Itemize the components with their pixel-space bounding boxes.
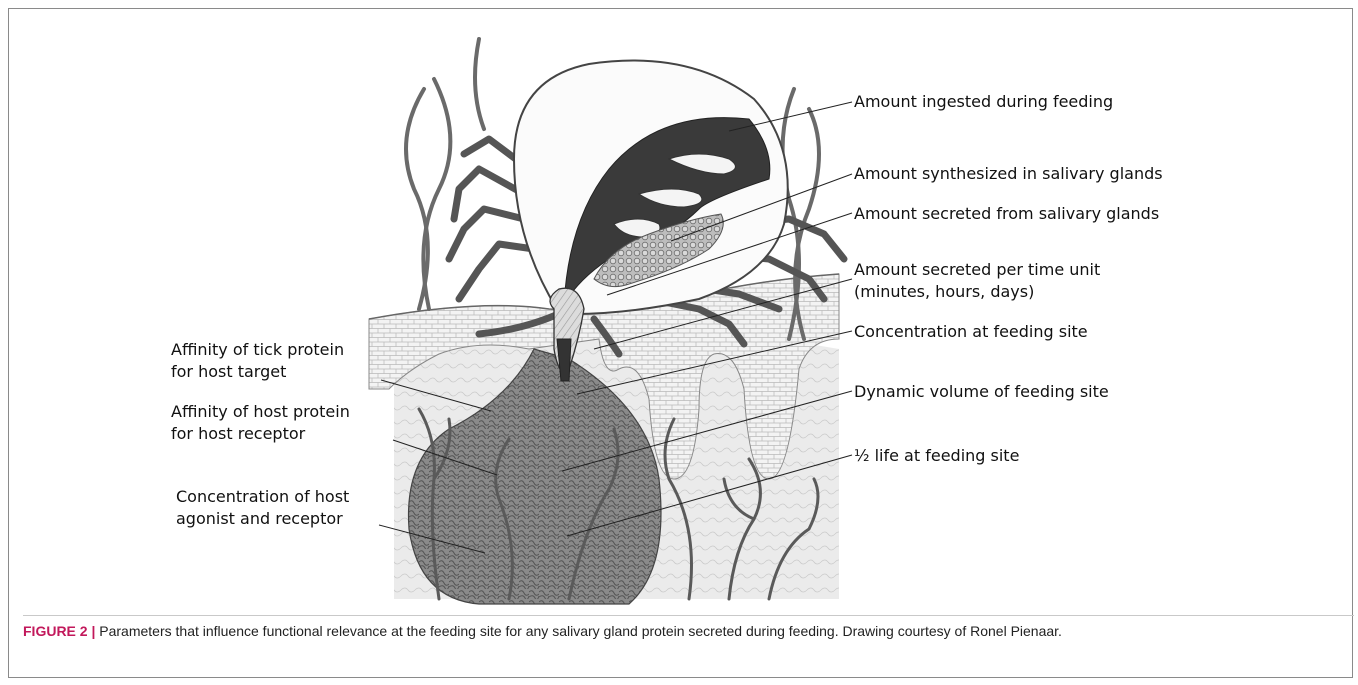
label-amount-ingested: Amount ingested during feeding [854, 91, 1113, 113]
label-time-units: (minutes, hours, days) [854, 281, 1034, 303]
label-agonist-receptor: agonist and receptor [176, 508, 343, 530]
label-dynamic-volume: Dynamic volume of feeding site [854, 381, 1109, 403]
label-concentration-host: Concentration of host [176, 486, 349, 508]
figure-frame: Amount ingested during feeding Amount sy… [8, 8, 1353, 678]
figure-label: FIGURE 2 | [23, 623, 95, 639]
label-affinity-tick-protein: Affinity of tick protein [171, 339, 344, 361]
label-affinity-host-protein: Affinity of host protein [171, 401, 350, 423]
label-host-receptor: for host receptor [171, 423, 305, 445]
label-concentration-feeding-site: Concentration at feeding site [854, 321, 1088, 343]
figure-caption: FIGURE 2 | Parameters that influence fun… [23, 621, 1343, 642]
label-half-life: ½ life at feeding site [854, 445, 1019, 467]
label-host-target: for host target [171, 361, 286, 383]
caption-divider [23, 615, 1354, 616]
label-amount-per-time-unit: Amount secreted per time unit [854, 259, 1100, 281]
label-amount-synthesized: Amount synthesized in salivary glands [854, 163, 1163, 185]
label-amount-secreted: Amount secreted from salivary glands [854, 203, 1159, 225]
caption-text: Parameters that influence functional rel… [95, 623, 1062, 639]
